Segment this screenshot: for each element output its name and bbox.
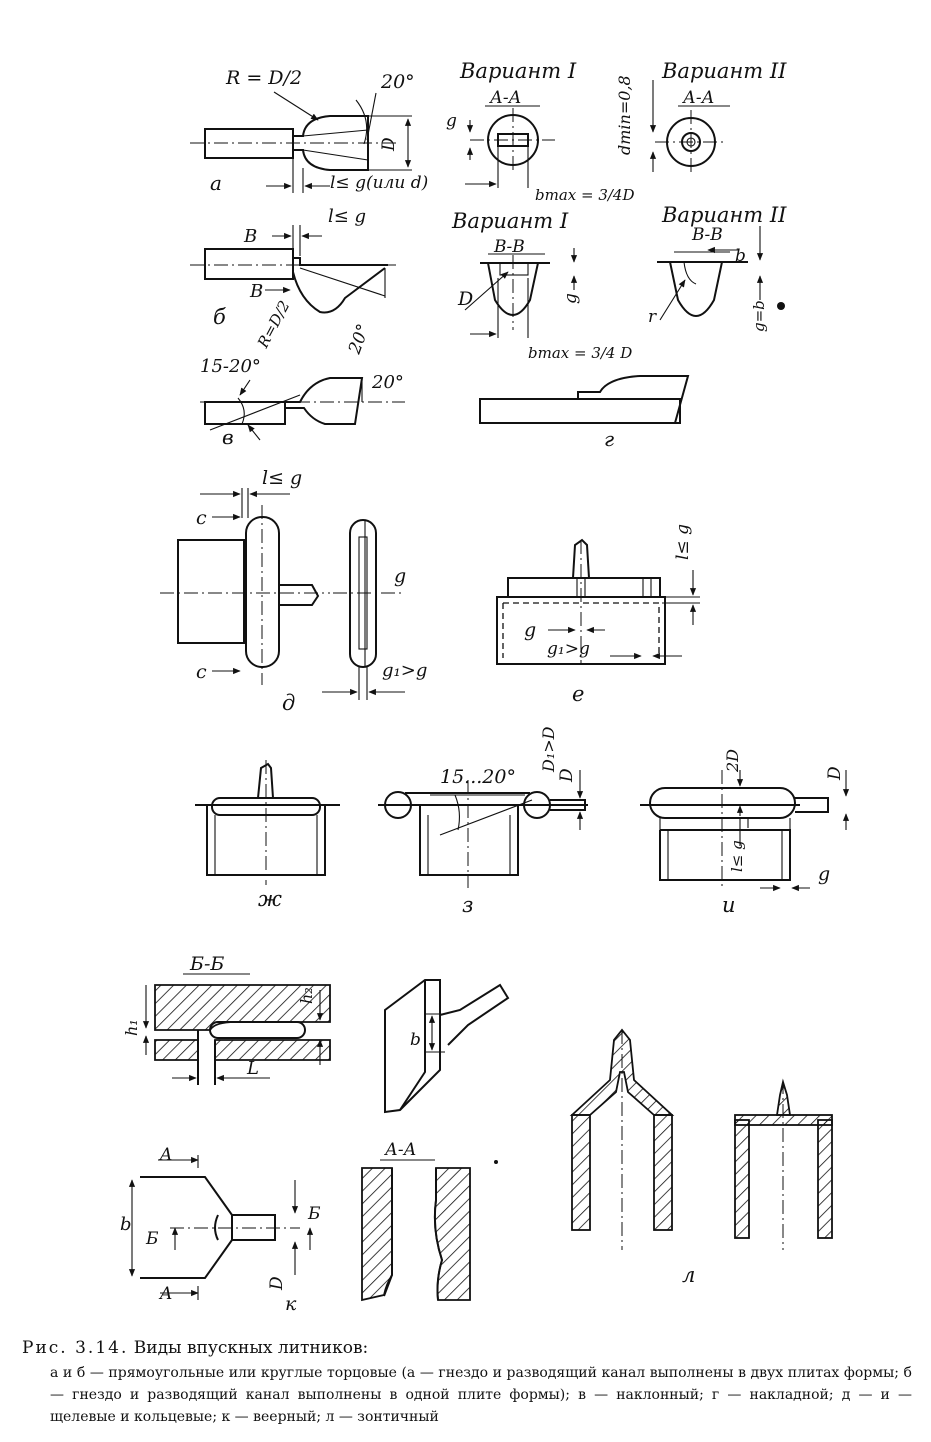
view-zh: ж xyxy=(195,760,340,911)
view-d: l≤ g c c g g₁>g д xyxy=(160,467,427,715)
section-BB: Б-Б xyxy=(189,953,224,975)
r-label: r xyxy=(648,307,657,327)
k-b-label: b xyxy=(410,1030,421,1050)
i-g-label: g xyxy=(818,863,830,885)
e-length-label: l≤ g xyxy=(673,524,693,560)
angle-label: 20° xyxy=(380,71,415,93)
view-b-variant1: Вариант I В-В D g bmax = 3/4 D xyxy=(451,209,632,362)
view-bb-section: Б-Б h₁ h₂ L xyxy=(122,953,331,1085)
d-g-label: g xyxy=(394,565,406,587)
view-e: l≤ g g g₁>g е xyxy=(496,524,700,706)
section-bb-2: В-В xyxy=(691,225,723,245)
b-sym-label: b xyxy=(735,246,746,266)
b-radius-label: R=D/2 xyxy=(253,298,293,352)
label-i: и xyxy=(722,893,736,917)
gb-label: g=b xyxy=(750,300,768,332)
caption-text: а и б — прямоугольные или круглые торцов… xyxy=(50,1365,912,1425)
k-B-mark-right: Б xyxy=(307,1204,321,1224)
i-length-label: l≤ g xyxy=(728,840,746,872)
view-b: l≤ g B B R=D/2 20° б xyxy=(190,206,400,358)
g-label: g xyxy=(446,111,457,131)
b-angle-label: 20° xyxy=(345,321,374,357)
label-a: а xyxy=(210,171,222,195)
L-label: L xyxy=(246,1058,259,1079)
label-v: в xyxy=(222,425,234,449)
view-l: л xyxy=(569,1028,833,1287)
v-angle-label: 15-20° xyxy=(200,356,261,377)
z-angle-label: 15...20° xyxy=(440,766,516,788)
k-D-label: D xyxy=(267,1276,287,1291)
h1-label: h₁ xyxy=(122,1019,141,1036)
e-g1-label: g₁>g xyxy=(547,639,590,659)
k-A-bottom: A xyxy=(158,1284,172,1304)
z-d-label: D xyxy=(557,768,577,783)
variant-2-title: Вариант II xyxy=(661,59,787,83)
label-l: л xyxy=(682,1263,695,1287)
k-A-top: A xyxy=(158,1145,172,1165)
label-b: б xyxy=(213,305,226,329)
figure-title: Виды впускных литников: xyxy=(133,1338,369,1358)
section-bb: В-В xyxy=(493,237,525,257)
h2-label: h₂ xyxy=(297,987,316,1004)
variant-1-title: Вариант I xyxy=(459,59,577,83)
view-a-variant2: Вариант II А-А dmin=0,8 xyxy=(615,59,787,175)
i-d-label: D xyxy=(825,766,845,781)
c-mark-2: c xyxy=(196,661,207,683)
label-e: е xyxy=(572,682,584,706)
section-aa-2: А-А xyxy=(682,88,715,108)
bmax-label: bmax = 3/4D xyxy=(535,186,635,204)
d-g1-label: g₁>g xyxy=(382,660,427,681)
d-length-label: l≤ g xyxy=(262,467,302,489)
view-g: г xyxy=(479,375,690,451)
caption-title-line: Рис. 3.14. Виды впускных литников: xyxy=(22,1338,912,1358)
k-b-dim: b xyxy=(120,1214,132,1235)
z-d1-label: D₁>D xyxy=(539,726,558,773)
g-label-b1: g xyxy=(561,293,581,304)
variant-2-title-b: Вариант II xyxy=(661,203,787,227)
gate-types-drawing: D R = D/2 20° l≤ g(или d) а Вариант I А-… xyxy=(120,59,850,1315)
label-zh: ж xyxy=(258,887,282,911)
figure-caption: Рис. 3.14. Виды впускных литников: а и б… xyxy=(22,1338,912,1428)
radius-label: R = D/2 xyxy=(225,67,302,89)
view-k-plan: A A b Б Б D к xyxy=(120,1145,321,1315)
k-section-AA: А-А xyxy=(384,1140,417,1160)
k-B-mark-left: Б xyxy=(145,1229,159,1249)
view-i: 2D l≤ g D g и xyxy=(640,749,850,917)
label-g: г xyxy=(604,427,614,451)
figure-number: Рис. 3.14. xyxy=(22,1338,129,1358)
view-z: 15...20° D₁>D D з xyxy=(378,726,588,917)
v-angle-20: 20° xyxy=(371,372,404,393)
label-d: д xyxy=(282,691,295,715)
view-a: D R = D/2 20° l≤ g(или d) а xyxy=(190,67,428,195)
label-z: з xyxy=(462,893,473,917)
b-section-mark-2: B xyxy=(249,281,263,302)
section-aa: А-А xyxy=(489,88,522,108)
e-g-label: g xyxy=(524,619,536,641)
view-k-section: А-А xyxy=(361,1140,498,1302)
view-k-perspective: b xyxy=(384,979,510,1114)
length-label: l≤ g(или d) xyxy=(330,173,428,193)
svg-text:D: D xyxy=(379,137,399,152)
bmax2-label: bmax = 3/4 D xyxy=(528,344,632,362)
view-v: 15-20° 20° в xyxy=(200,356,405,449)
c-mark-1: c xyxy=(196,507,207,529)
view-b-variant2: Вариант II В-В b g=b r xyxy=(648,203,787,332)
i-2d-label: 2D xyxy=(723,749,742,773)
d-label-b1: D xyxy=(457,288,473,310)
b-section-mark: B xyxy=(243,226,257,247)
label-k: к xyxy=(285,1293,297,1315)
view-a-variant1: Вариант I А-А g bmax = 3/4D xyxy=(446,59,635,204)
dmin-label: dmin=0,8 xyxy=(615,75,634,155)
variant-1-title-b: Вариант I xyxy=(451,209,569,233)
b-length-label: l≤ g xyxy=(328,206,366,227)
